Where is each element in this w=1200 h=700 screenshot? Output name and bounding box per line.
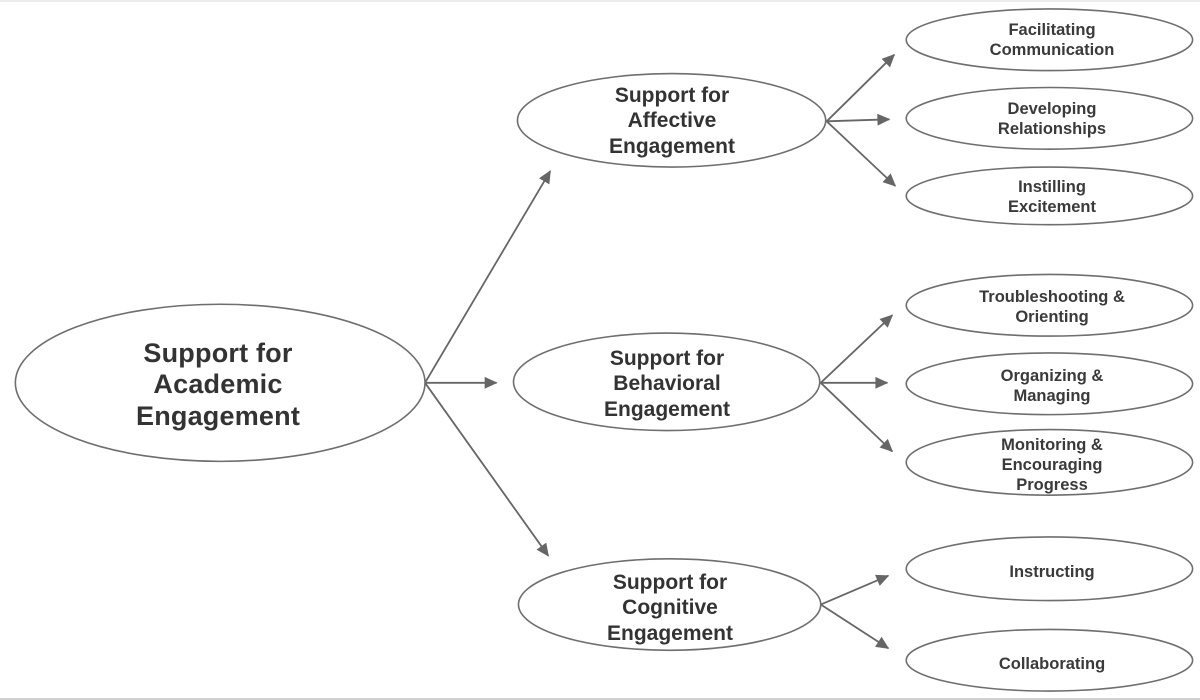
affective-node-ellipse [516,72,827,168]
collaborating-node-ellipse [905,628,1194,692]
cognitive-node-ellipse [517,558,822,652]
instructing-node-ellipse [905,536,1194,602]
facilitating-node-ellipse [905,8,1194,72]
edge-affective-developing [826,113,891,126]
edges-group [424,53,897,650]
organizing-node-ellipse [905,352,1194,416]
edge-cognitive-collaborating [820,603,890,650]
root-node-ellipse [14,303,426,463]
nodes-group [14,8,1194,692]
monitoring-node-ellipse [905,428,1194,496]
troubleshooting-node-ellipse [905,273,1194,337]
edge-affective-instilling [826,120,897,187]
edge-behavioral-troubleshooting [820,314,894,384]
instilling-node-ellipse [905,166,1194,226]
edge-cognitive-instructing [820,574,890,606]
edge-root-affective [424,170,552,384]
developing-node-ellipse [905,86,1194,150]
edge-affective-facilitating [826,53,896,122]
edge-root-cognitive [424,382,550,557]
behavioral-node-ellipse [512,332,821,432]
edge-behavioral-monitoring [820,382,894,453]
